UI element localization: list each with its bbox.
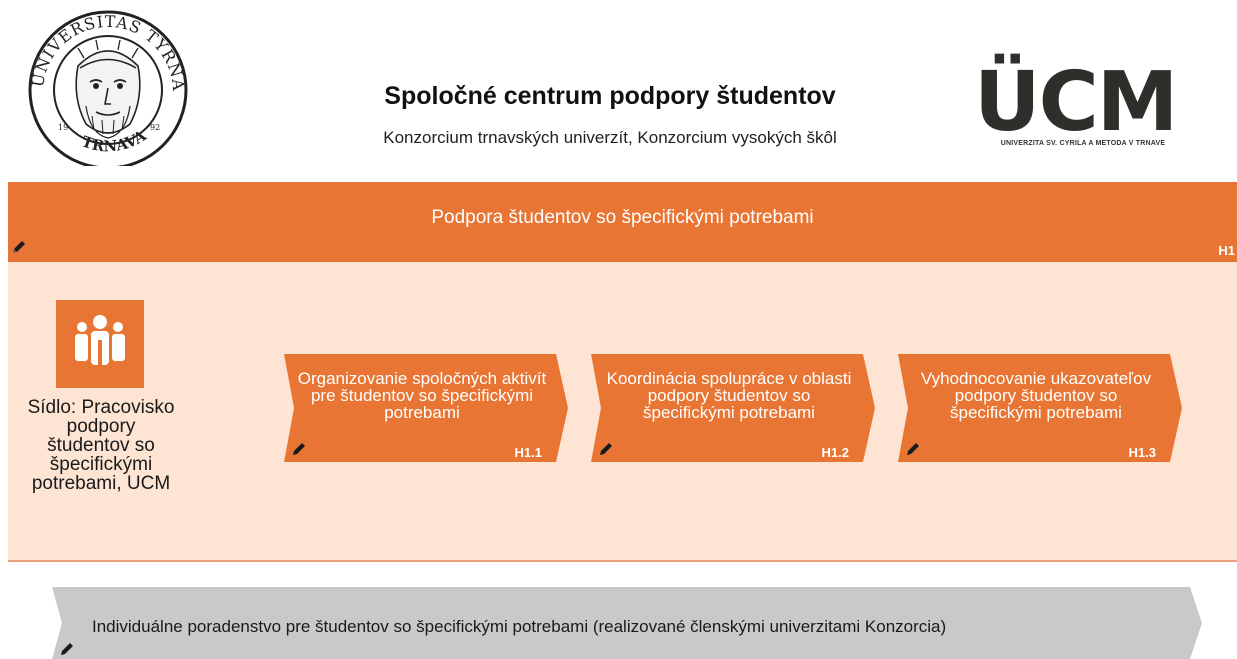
step-label: Organizovanie spoločných aktivít pre štu… (297, 368, 547, 422)
step-label: Koordinácia spolupráce v oblasti podpory… (606, 368, 852, 422)
goal-detail-panel: Sídlo: Pracovisko podpory študentov so š… (8, 262, 1237, 562)
pencil-icon[interactable] (904, 440, 922, 458)
counseling-bar[interactable] (52, 587, 1202, 659)
seal-year-right: 92 (150, 123, 160, 132)
university-seal-logo: UNIVERSITAS TYRNAVIENSIS TRNAVA 19 92 (11, 0, 198, 170)
page-title: Spoločné centrum podpory študentov (384, 82, 836, 110)
people-group-icon (75, 315, 125, 365)
step-label: Vyhodnocovanie ukazovateľov podpory štud… (920, 368, 1152, 422)
ucm-wordmark-icon: ÜCM (974, 54, 1178, 150)
goal-banner: Podpora študentov so špecifickými potreb… (8, 182, 1237, 262)
step-h1-2[interactable]: Koordinácia spolupráce v oblasti podpory… (591, 350, 875, 466)
goal-code: H1 (1218, 243, 1235, 258)
pencil-icon[interactable] (58, 640, 76, 658)
pencil-icon[interactable] (597, 440, 615, 458)
ucm-caption: UNIVERZITA SV. CYRILA A METODA V TRNAVE (1000, 140, 1166, 147)
step-h1-1[interactable]: Organizovanie spoločných aktivít pre štu… (284, 350, 568, 466)
ucm-logo: ÜCM UNIVERZITA SV. CYRILA A METODA V TRN… (970, 48, 1196, 156)
seat-label: Sídlo: Pracovisko podpory študentov so š… (27, 397, 175, 494)
pencil-icon[interactable] (10, 238, 28, 256)
page-subtitle: Konzorcium trnavských univerzít, Konzorc… (383, 128, 837, 147)
people-tile (56, 300, 144, 388)
pencil-icon[interactable] (290, 440, 308, 458)
step-code: H1.2 (821, 445, 849, 460)
seal-year-left: 19 (58, 123, 68, 132)
seal-face-icon (75, 39, 141, 139)
goal-title: Podpora študentov so špecifickými potreb… (431, 207, 814, 228)
step-h1-3[interactable]: Vyhodnocovanie ukazovateľov podpory štud… (898, 350, 1182, 466)
ucm-wordmark: ÜCM (974, 54, 1176, 140)
step-code: H1.3 (1128, 445, 1156, 460)
step-code: H1.1 (514, 445, 542, 460)
university-seal-icon: UNIVERSITAS TYRNAVIENSIS TRNAVA 19 92 (11, 0, 188, 170)
counseling-label: Individuálne poradenstvo pre študentov s… (92, 617, 947, 636)
